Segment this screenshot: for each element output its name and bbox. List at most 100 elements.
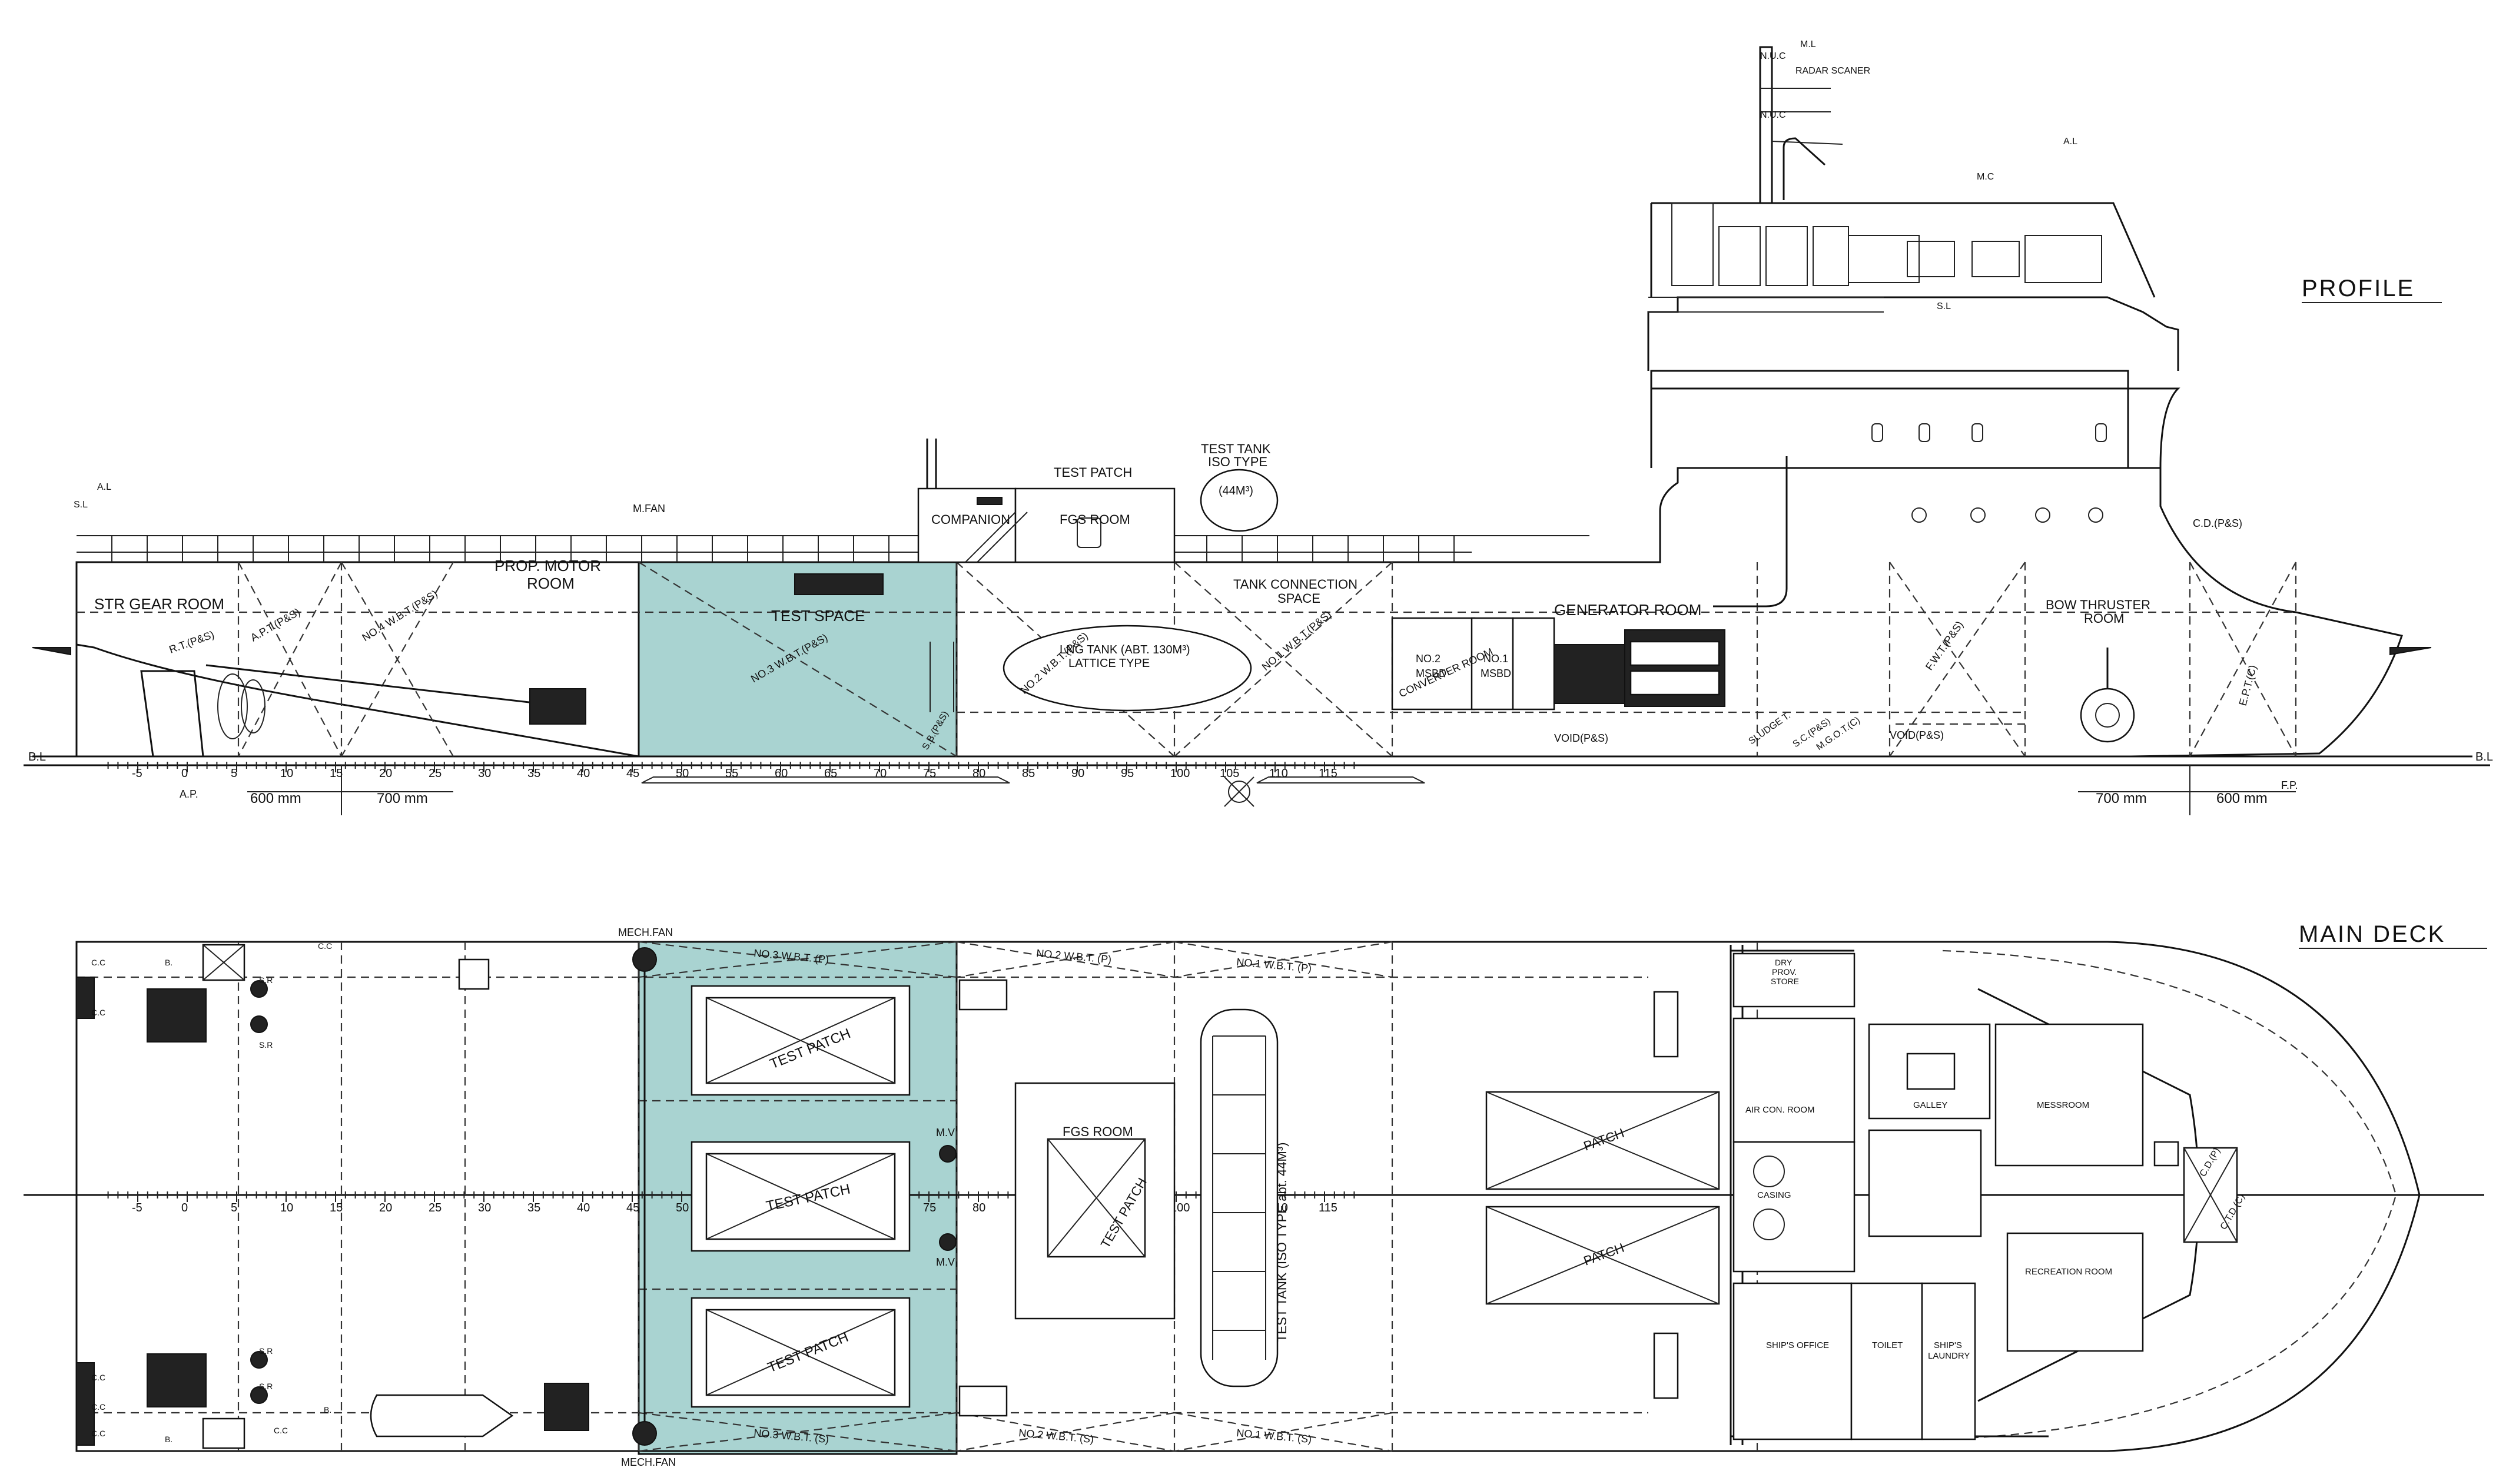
fp-label: F.P. xyxy=(2281,779,2298,791)
profile-frame-label: 115 xyxy=(1319,767,1337,780)
profile-frame-label: 65 xyxy=(824,767,837,780)
stern-label-8: C.C xyxy=(91,1429,105,1438)
midship-symbol xyxy=(1228,781,1250,803)
sl-label: S.L xyxy=(74,500,88,510)
deck-frame-label: 10 xyxy=(280,1201,293,1214)
deck-frame-label: 20 xyxy=(379,1201,392,1214)
main-deck-title: MAIN DECK xyxy=(2299,921,2445,947)
stern-label-3: S.R xyxy=(259,975,273,985)
fgs-room-deck-label: FGS ROOM xyxy=(1063,1124,1133,1139)
prop-motor-room-label-2: ROOM xyxy=(527,575,575,592)
stern-label-13: C.C xyxy=(274,1426,288,1435)
tank-void-2: VOID(P&S) xyxy=(1890,729,1944,741)
tank-cd: C.D.(P&S) xyxy=(2193,517,2242,529)
tank-sludge: SLUDGE T. xyxy=(1747,711,1793,746)
stern-label-1: C.C xyxy=(91,958,105,967)
deck-frame-label: 5 xyxy=(231,1201,237,1214)
mech-fan-top xyxy=(632,947,657,972)
deck-frame-label: 25 xyxy=(429,1201,442,1214)
deck-frame-label: 75 xyxy=(923,1201,936,1214)
stern-label-4: C.C xyxy=(318,941,332,951)
fgs-room-label: FGS ROOM xyxy=(1060,512,1130,527)
profile-frame-label: -5 xyxy=(132,767,142,780)
hull-outline xyxy=(75,467,2403,758)
deck-frame-label: 15 xyxy=(330,1201,343,1214)
superstructure xyxy=(1647,46,2180,607)
profile-frame-label: 45 xyxy=(626,767,639,780)
profile-frame-label: 110 xyxy=(1269,767,1288,780)
prop-motor-room-label-1: PROP. MOTOR xyxy=(494,557,601,575)
profile-frame-ticks xyxy=(107,762,1355,772)
mfan-label: M.FAN xyxy=(633,503,665,514)
profile-frame-label: 0 xyxy=(181,767,188,780)
sl2-label: S.L xyxy=(1937,301,1951,311)
office-label: SHIP'S OFFICE xyxy=(1766,1340,1829,1350)
profile-frame-label: 80 xyxy=(972,767,985,780)
test-tank-profile xyxy=(1200,469,1279,532)
baseline-left: B.L xyxy=(28,751,46,763)
msbd1-label-2: MSBD xyxy=(1481,668,1511,679)
stern-label-10: S.R xyxy=(259,1382,273,1391)
profile-frame-label: 35 xyxy=(527,767,540,780)
nuc1-label: N.U.C xyxy=(1760,51,1786,61)
tank-no1: NO.1 W.B.T.(P&S) xyxy=(1260,608,1333,673)
profile-frame-label: 55 xyxy=(725,767,738,780)
frame-spacing-1: 600 mm xyxy=(250,791,301,806)
test-tank-label-1: TEST TANK xyxy=(1201,441,1271,456)
laundry-label-2: LAUNDRY xyxy=(1928,1351,1970,1361)
bow-thruster xyxy=(2080,688,2135,743)
profile-frame-label: 100 xyxy=(1170,767,1190,780)
ml-label: M.L xyxy=(1800,39,1816,49)
bow-thruster-label-2: ROOM xyxy=(2084,611,2124,626)
radar-label: RADAR SCANER xyxy=(1795,66,1870,76)
deck-frame-label: 80 xyxy=(972,1201,985,1214)
deck-frame-label: 35 xyxy=(527,1201,540,1214)
deck-frame-label: 40 xyxy=(577,1201,590,1214)
stern-label-11: C.C xyxy=(91,1402,105,1412)
frame-spacing-2: 700 mm xyxy=(377,791,428,806)
deck-frame-label: 115 xyxy=(1319,1201,1337,1214)
lng-tank-label: LNG TANK (ABT. 130M³) xyxy=(1060,643,1190,656)
galley-label: GALLEY xyxy=(1913,1100,1947,1110)
casing-label: CASING xyxy=(1757,1190,1791,1200)
accommodation xyxy=(1730,945,2238,1445)
main-deck-view: -505101520253035404550556065707580859095… xyxy=(24,927,2484,1468)
tank-void-1: VOID(P&S) xyxy=(1554,732,1608,744)
messroom-label: MESSROOM xyxy=(2037,1100,2089,1110)
test-patches xyxy=(691,985,911,1408)
profile-frame-label: 25 xyxy=(429,767,442,780)
mech-fan-bottom-label: MECH.FAN xyxy=(621,1456,676,1468)
profile-frame-label: 5 xyxy=(231,767,237,780)
dry-prov-label-2: PROV. xyxy=(1772,967,1797,977)
rescue-boat xyxy=(370,1383,589,1437)
companion-label: COMPANION xyxy=(931,512,1010,527)
toilet-label: TOILET xyxy=(1872,1340,1903,1350)
frame-spacing-4: 600 mm xyxy=(2216,791,2268,806)
baseline-right: B.L xyxy=(2475,751,2493,763)
msbd1-label-1: NO.1 xyxy=(1483,653,1508,665)
deck-frame-label: 0 xyxy=(181,1201,188,1214)
air-con-label: AIR CON. ROOM xyxy=(1745,1105,1815,1115)
test-patch-label: TEST PATCH xyxy=(1054,465,1132,480)
test-tank-deck-label: TEST TANK (ISO TYPE abt. 44M³) xyxy=(1274,1143,1289,1342)
mech-fan-bottom xyxy=(632,1421,657,1446)
tank-connection-label-1: TANK CONNECTION xyxy=(1233,577,1357,592)
lng-tank-type: LATTICE TYPE xyxy=(1068,657,1150,670)
profile-frame-label: 90 xyxy=(1071,767,1084,780)
bow-thruster-label-1: BOW THRUSTER xyxy=(2046,597,2150,612)
nuc2-label: N.U.C xyxy=(1760,110,1786,120)
al2-label: A.L xyxy=(2063,137,2077,147)
tank-ept: E.P.T.(C) xyxy=(2237,664,2259,707)
deck-frame-label: -5 xyxy=(132,1201,142,1214)
tank-connection-label-2: SPACE xyxy=(1277,591,1320,606)
str-gear-room-label: STR GEAR ROOM xyxy=(94,595,224,613)
stern-label-0: B. xyxy=(165,958,172,967)
propulsion-motor xyxy=(529,688,586,725)
profile-frame-label: 60 xyxy=(775,767,788,780)
al-label: A.L xyxy=(97,482,111,492)
mv-label-1: M.V xyxy=(936,1127,955,1138)
fgs-room-box xyxy=(1014,487,1176,563)
profile-frame-label: 50 xyxy=(676,767,689,780)
